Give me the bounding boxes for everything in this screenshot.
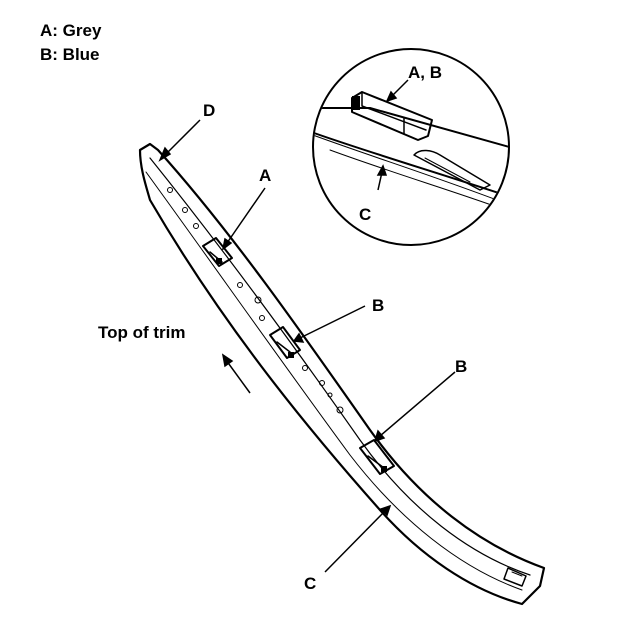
detail-view: A, B C (312, 48, 510, 246)
trim-holes (167, 187, 344, 414)
detail-label-c: C (359, 205, 371, 224)
trim-strip (138, 142, 546, 606)
label-b-upper: B (372, 296, 384, 315)
label-b-lower: B (455, 357, 467, 376)
label-c: C (304, 574, 316, 593)
legend-grey: A: Grey (40, 21, 102, 40)
legend-blue: B: Blue (40, 45, 100, 64)
detail-clip (351, 91, 433, 141)
callout-arrows (158, 119, 456, 573)
clip-b-lower (359, 439, 395, 475)
direction-label: Top of trim (98, 323, 186, 342)
label-a: A (259, 166, 271, 185)
clip-b-upper (269, 326, 301, 359)
label-d: D (203, 101, 215, 120)
clip-a (202, 237, 233, 267)
detail-label-ab: A, B (408, 63, 442, 82)
